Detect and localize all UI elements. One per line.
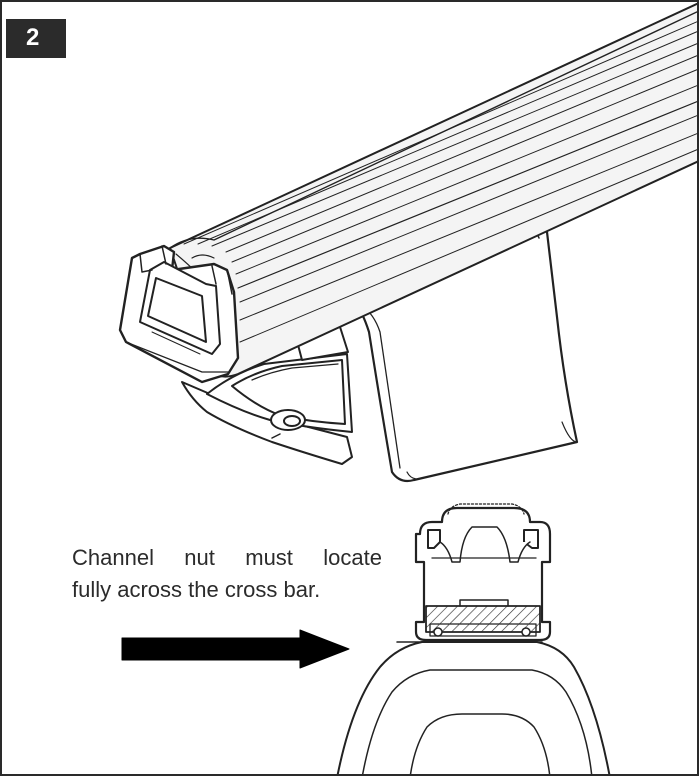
cross-bar [169, 2, 697, 378]
instruction-caption: Channel nut must locate fully across the… [72, 542, 382, 606]
bar-end-cap [118, 244, 240, 384]
step-number-badge: 2 [6, 19, 66, 58]
caption-line-1: Channel nut must locate [72, 545, 382, 570]
caption-line-2: fully across the cross bar. [72, 577, 321, 602]
right-arrow-icon [121, 629, 350, 669]
cross-section-detail [336, 503, 611, 774]
